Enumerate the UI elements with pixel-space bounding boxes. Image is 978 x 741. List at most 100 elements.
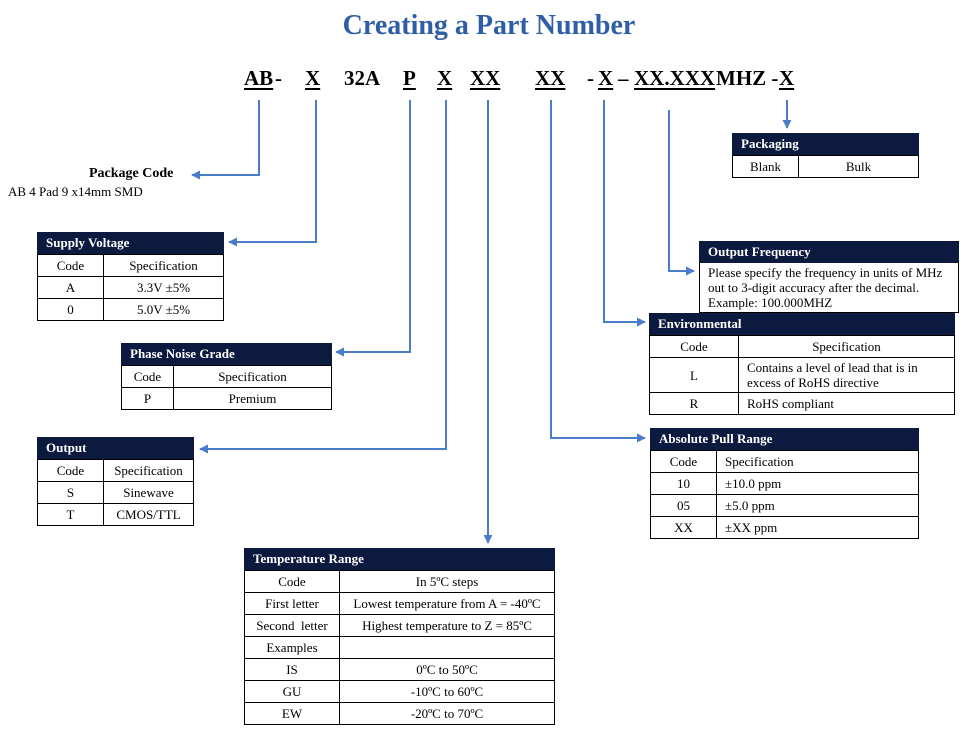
table-row: Code Specification [37,254,224,277]
pull-range-table: Absolute Pull Range Code Specification 1… [650,428,919,539]
pn-dash-3: – [618,66,629,90]
pn-mhz: MHZ - [716,66,779,90]
table-cell: Sinewave [103,481,194,504]
table-row: Examples [244,636,555,659]
table-row: 05 ±5.0 ppm [650,494,919,517]
pn-dash-2: - [587,66,594,90]
table-cell: ±10.0 ppm [716,472,919,495]
pn-output-code: X [437,66,453,90]
table-cell: Bulk [798,155,919,178]
pn-frequency: XX.XXX [634,66,716,90]
table-cell: Examples [244,636,340,659]
table-header: Specification [103,254,224,277]
pn-phase-noise-code: P [403,66,416,90]
package-code-title: Package Code [89,166,174,181]
table-cell: Premium [173,387,332,410]
table-row: First letter Lowest temperature from A =… [244,592,555,615]
output-table: Output Code Specification S Sinewave T C… [37,437,194,526]
package-code-desc: AB 4 Pad 9 x14mm SMD [8,184,143,199]
arrow-output-frequency [668,110,695,276]
arrow-phase-noise [335,100,411,357]
table-row: A 3.3V ±5% [37,276,224,299]
output-title: Output [37,437,194,459]
packaging-table: Packaging Blank Bulk [732,133,919,178]
arrow-supply-voltage [228,100,317,247]
table-row: 10 ±10.0 ppm [650,472,919,495]
table-row: Blank Bulk [732,155,919,178]
table-cell: XX [650,516,717,539]
table-cell: R [649,392,739,415]
table-row: GU -10ºC to 60ºC [244,680,555,703]
table-row: Code Specification [649,335,955,358]
table-row: EW -20ºC to 70ºC [244,702,555,725]
pn-dash-1: - [275,66,282,90]
output-frequency-line: Please specify the frequency in units of… [708,265,943,280]
table-cell: 0 [37,298,104,321]
temperature-range-title: Temperature Range [244,548,555,570]
pn-environmental-code: X [598,66,614,90]
table-cell: L [649,357,739,393]
packaging-title: Packaging [732,133,919,155]
table-row: Code In 5ºC steps [244,570,555,593]
table-cell: P [121,387,174,410]
pull-range-title: Absolute Pull Range [650,428,919,450]
table-cell: GU [244,680,340,703]
arrow-pull-range [550,100,646,443]
table-row: R RoHS compliant [649,392,955,415]
table-cell: A [37,276,104,299]
table-header: Code [37,459,104,482]
arrow-package-code [191,100,260,180]
arrow-output [199,100,447,454]
table-cell: First letter [244,592,340,615]
table-cell: RoHS compliant [738,392,955,415]
table-cell: CMOS/TTL [103,503,194,526]
arrow-environmental [603,100,646,327]
pn-pull-range-code: XX [535,66,566,90]
supply-voltage-title: Supply Voltage [37,232,224,254]
table-row: Code Specification [121,365,332,388]
table-cell: T [37,503,104,526]
table-cell: Second letter [244,614,340,637]
pn-ab: AB [244,66,274,90]
table-row: P Premium [121,387,332,410]
table-header: In 5ºC steps [339,570,555,593]
pn-32a: 32A [344,66,381,90]
table-row: XX ±XX ppm [650,516,919,539]
table-cell: 3.3V ±5% [103,276,224,299]
output-frequency-box: Output Frequency Please specify the freq… [699,241,959,313]
table-header: Specification [173,365,332,388]
table-cell: Contains a level of lead that is in exce… [738,357,955,393]
table-header: Specification [738,335,955,358]
table-header: Code [121,365,174,388]
table-cell: ±XX ppm [716,516,919,539]
table-cell: ±5.0 ppm [716,494,919,517]
supply-voltage-table: Supply Voltage Code Specification A 3.3V… [37,232,224,321]
table-header: Code [649,335,739,358]
table-header: Specification [716,450,919,473]
environmental-title: Environmental [649,313,955,335]
table-row: IS 0ºC to 50ºC [244,658,555,681]
pn-packaging-code: X [779,66,795,90]
table-header: Code [37,254,104,277]
pn-supply-voltage-code: X [305,66,321,90]
table-header: Code [650,450,717,473]
phase-noise-title: Phase Noise Grade [121,343,332,365]
temperature-range-table: Temperature Range Code In 5ºC steps Firs… [244,548,555,725]
page-title: Creating a Part Number [342,10,636,41]
table-cell: Highest temperature to Z = 85ºC [339,614,555,637]
phase-noise-table: Phase Noise Grade Code Specification P P… [121,343,332,410]
table-cell: IS [244,658,340,681]
pn-temperature-code: XX [470,66,501,90]
table-cell: 5.0V ±5% [103,298,224,321]
output-frequency-title: Output Frequency [699,241,959,263]
output-frequency-line: out to 3-digit accuracy after the decima… [708,280,920,295]
table-row: T CMOS/TTL [37,503,194,526]
table-row: Second letter Highest temperature to Z =… [244,614,555,637]
table-row: S Sinewave [37,481,194,504]
table-cell: 0ºC to 50ºC [339,658,555,681]
table-cell: S [37,481,104,504]
table-header: Code [244,570,340,593]
environmental-table: Environmental Code Specification L Conta… [649,313,955,415]
table-row: 0 5.0V ±5% [37,298,224,321]
